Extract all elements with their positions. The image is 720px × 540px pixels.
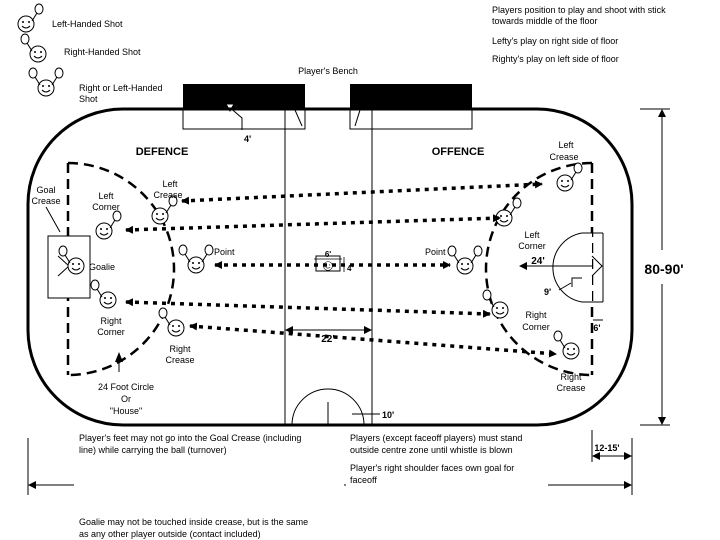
either-handed-player-icon bbox=[28, 67, 64, 97]
crease-radius-marker bbox=[571, 277, 582, 287]
note-lefty: Lefty's play on right side of floor bbox=[492, 36, 618, 46]
house-label-2: Or bbox=[121, 394, 131, 404]
right-corner-def-label-2: Corner bbox=[97, 327, 125, 337]
defence-house-arc bbox=[67, 161, 176, 377]
left-corner-defence-icon bbox=[95, 210, 122, 240]
note-faceoff-2: outside centre zone until whistle is blo… bbox=[350, 445, 513, 455]
note-shoulder-2: faceoff bbox=[350, 475, 377, 485]
dim-faceoff-circle: 10' bbox=[382, 410, 394, 420]
goalie-label: Goalie bbox=[89, 262, 115, 272]
house-label-3: "House" bbox=[110, 406, 142, 416]
top-right-notes: Players position to play and shoot with … bbox=[492, 5, 666, 64]
legend-either-line2: Shot bbox=[79, 94, 98, 104]
notes-panel-right bbox=[346, 430, 548, 500]
point-off-label: Point bbox=[425, 247, 446, 257]
house-pointer-arrow-icon bbox=[115, 352, 123, 362]
left-crease-off-label-2: Crease bbox=[549, 152, 578, 162]
right-corner-defence-icon bbox=[90, 279, 117, 309]
left-corner-def-label-2: Corner bbox=[92, 202, 120, 212]
point-offence-icon bbox=[447, 245, 483, 275]
dim-house-radius: 24' bbox=[531, 256, 545, 267]
left-crease-def-label-2: Crease bbox=[153, 190, 182, 200]
faceoff-circle bbox=[291, 388, 365, 426]
right-crease-off-label-2: Crease bbox=[556, 383, 585, 393]
point-defence-icon bbox=[178, 244, 214, 274]
note-goalie-1: Goalie may not be touched inside crease,… bbox=[79, 517, 308, 527]
dim-crease-to-end: 6' bbox=[593, 323, 600, 333]
left-handed-player-icon bbox=[17, 3, 44, 33]
offence-label: OFFENCE bbox=[432, 146, 485, 158]
left-corner-offence-icon bbox=[495, 197, 522, 227]
left-crease-def-label-1: Left bbox=[162, 179, 178, 189]
note-shoulder-1: Player's right shoulder faces own goal f… bbox=[350, 463, 514, 473]
note-crease-1: Player's feet may not go into the Goal C… bbox=[79, 433, 301, 443]
left-corner-off-label-1: Left bbox=[524, 230, 540, 240]
right-crease-def-label-2: Crease bbox=[165, 355, 194, 365]
right-crease-defence-icon bbox=[158, 307, 185, 337]
note-faceoff-1: Players (except faceoff players) must st… bbox=[350, 433, 522, 443]
left-crease-offence-icon bbox=[556, 162, 583, 192]
legend: Left-Handed Shot Right-Handed Shot Right… bbox=[17, 3, 163, 104]
dim-width: 80-90' bbox=[644, 261, 683, 277]
left-crease-off-label-1: Left bbox=[558, 140, 574, 150]
bench-area-left bbox=[182, 108, 306, 130]
left-corner-def-label-1: Left bbox=[98, 191, 114, 201]
note-righty: Righty's play on left side of floor bbox=[492, 54, 619, 64]
right-corner-def-label-1: Right bbox=[100, 316, 122, 326]
left-corner-off-label-2: Corner bbox=[518, 241, 546, 251]
goal-crease-pointer bbox=[45, 206, 61, 233]
right-handed-player-icon bbox=[20, 33, 47, 63]
dim-goal-to-end: 12-15' bbox=[594, 443, 619, 453]
legend-right-handed: Right-Handed Shot bbox=[64, 47, 141, 57]
offence-goal-crease bbox=[552, 232, 592, 303]
offence-goal-net bbox=[591, 255, 603, 277]
goal-crease-label-2: Crease bbox=[31, 196, 60, 206]
offence-house-arc bbox=[484, 161, 593, 377]
note-stick-2: towards middle of the floor bbox=[492, 16, 598, 26]
notes-panel-left bbox=[74, 430, 344, 540]
dim-bench-gap: 4' bbox=[244, 134, 251, 144]
right-corner-off-label-2: Corner bbox=[522, 322, 550, 332]
point-def-label: Point bbox=[214, 247, 235, 257]
bench-door-right bbox=[354, 109, 361, 127]
left-crease-defence-icon bbox=[151, 195, 178, 225]
bench-left bbox=[183, 84, 305, 109]
note-stick-1: Players position to play and shoot with … bbox=[492, 5, 666, 15]
matchup-arrows bbox=[125, 180, 557, 358]
house-label-1: 24 Foot Circle bbox=[98, 382, 154, 392]
bench-label: Player's Bench bbox=[298, 66, 358, 76]
crease-radius-line bbox=[558, 282, 572, 291]
legend-left-handed: Left-Handed Shot bbox=[52, 19, 123, 29]
arrow-left-crease bbox=[181, 180, 543, 205]
arrow-left-corner bbox=[125, 214, 501, 234]
dim-crease-radius: 9' bbox=[544, 287, 551, 297]
bench-right bbox=[350, 84, 472, 109]
bench-door-left bbox=[294, 109, 303, 127]
note-goalie-2: as any other player outside (contact inc… bbox=[79, 529, 261, 539]
right-crease-offence-icon bbox=[553, 330, 580, 360]
defence-label: DEFENCE bbox=[136, 146, 189, 158]
arrow-right-corner bbox=[125, 298, 491, 318]
dim-center-box-w: 6' bbox=[325, 250, 331, 259]
right-corner-off-label-1: Right bbox=[525, 310, 547, 320]
note-crease-2: line) while carrying the ball (turnover) bbox=[79, 445, 227, 455]
arrow-right-crease bbox=[189, 322, 557, 358]
goal-crease-label-1: Goal bbox=[36, 185, 55, 195]
bench-area-right bbox=[349, 108, 473, 130]
right-crease-def-label-1: Right bbox=[169, 344, 191, 354]
rink-boards bbox=[26, 107, 634, 427]
legend-either-line1: Right or Left-Handed bbox=[79, 83, 163, 93]
right-crease-off-label-1: Right bbox=[560, 372, 582, 382]
